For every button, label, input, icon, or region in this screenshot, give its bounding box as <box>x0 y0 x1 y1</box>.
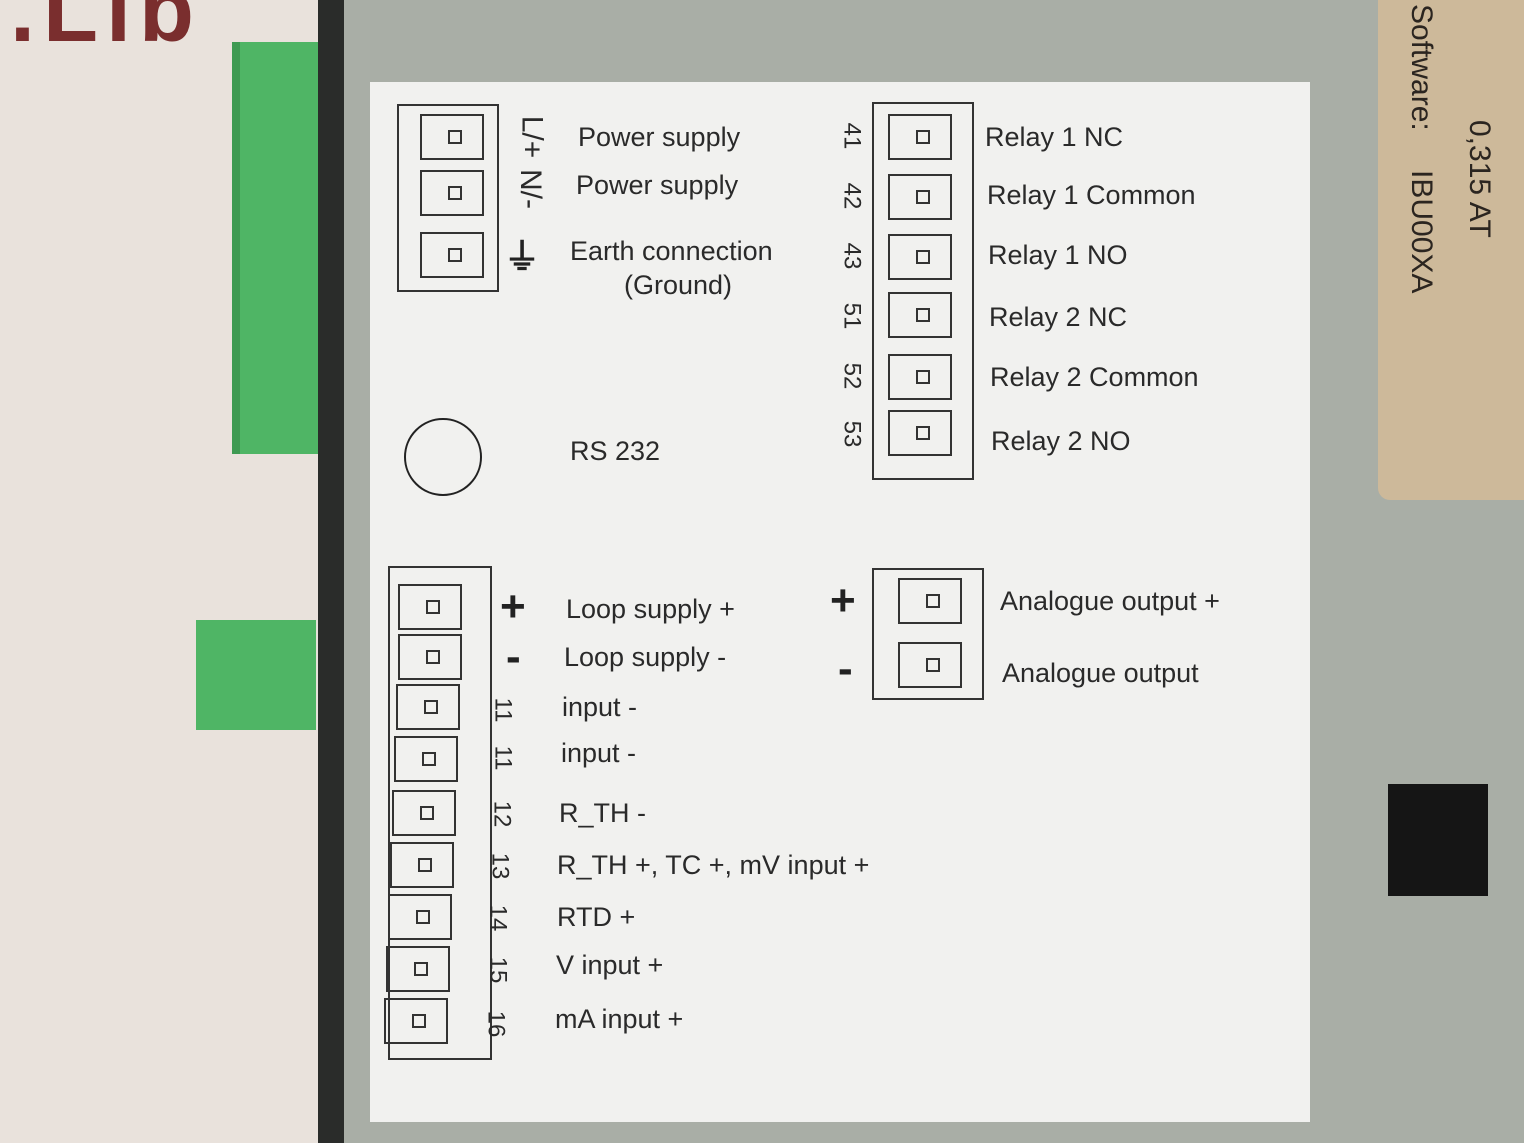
terminal-icon <box>888 114 952 160</box>
terminal-number: 12 <box>488 800 516 828</box>
terminal-icon <box>888 410 952 456</box>
terminal-icon <box>888 174 952 220</box>
fuse-rating: 0,315 AT <box>1463 120 1496 238</box>
relay-label: Relay 1 NO <box>988 240 1128 270</box>
input-label: input - <box>561 738 637 768</box>
green-connector-bottom <box>196 620 316 730</box>
software-label: Software: <box>1405 4 1438 131</box>
input-label: RTD + <box>557 902 636 932</box>
input-label: V input + <box>556 950 664 980</box>
relay-label: Relay 1 NC <box>985 122 1124 152</box>
earth-sublabel: (Ground) <box>624 270 733 300</box>
terminal-icon <box>420 170 484 216</box>
minus-sign: - <box>506 632 521 681</box>
terminal-icon <box>386 946 450 992</box>
terminal-number: 14 <box>484 904 512 932</box>
terminal-icon <box>898 642 962 688</box>
power-label-2: Power supply <box>576 170 739 200</box>
plus-sign: + <box>830 576 856 625</box>
input-label: Loop supply - <box>564 642 727 672</box>
terminal-icon <box>888 354 952 400</box>
terminal-number: 11 <box>489 697 517 723</box>
plus-sign: + <box>500 582 526 631</box>
relay-terminal-block <box>872 102 974 480</box>
terminal-icon <box>398 584 462 630</box>
software-value: IBU00XA <box>1405 170 1438 294</box>
minus-sign: - <box>838 644 853 693</box>
marker-n: N/- <box>514 169 547 209</box>
terminal-icon <box>420 232 484 278</box>
earth-label: Earth connection <box>570 236 773 266</box>
terminal-icon <box>898 578 962 624</box>
earth-icon: ⏚ <box>504 236 541 277</box>
terminal-number: 43 <box>838 242 866 270</box>
rs232-port <box>404 418 482 496</box>
terminal-icon <box>398 634 462 680</box>
analogue-label: Analogue output <box>1002 658 1199 688</box>
input-label: Loop supply + <box>566 594 735 624</box>
input-terminal-block <box>388 566 492 1060</box>
wiring-label <box>370 82 1310 1122</box>
marker-l: L/+ <box>515 115 549 159</box>
terminal-number: 51 <box>838 302 866 330</box>
terminal-number: 13 <box>486 852 514 880</box>
input-label: input - <box>562 692 638 722</box>
analogue-label: Analogue output + <box>1000 586 1220 616</box>
device-edge <box>318 0 344 1143</box>
terminal-icon <box>888 234 952 280</box>
terminal-icon <box>420 114 484 160</box>
terminal-icon <box>384 998 448 1044</box>
terminal-icon <box>392 790 456 836</box>
power-label-1: Power supply <box>578 122 741 152</box>
terminal-icon <box>388 894 452 940</box>
relay-label: Relay 2 Common <box>990 362 1199 392</box>
terminal-number: 53 <box>838 420 866 448</box>
relay-label: Relay 2 NO <box>991 426 1131 456</box>
terminal-number: 52 <box>838 362 866 390</box>
side-sticker: 0,315 AT Software: IBU00XA <box>1378 0 1524 500</box>
terminal-icon <box>396 684 460 730</box>
terminal-number: 16 <box>482 1010 510 1038</box>
terminal-icon <box>888 292 952 338</box>
input-label: mA input + <box>555 1004 684 1034</box>
terminal-icon <box>394 736 458 782</box>
power-terminal-block <box>397 104 499 292</box>
relay-label: Relay 2 NC <box>989 302 1128 332</box>
black-component <box>1388 784 1488 896</box>
terminal-number: 15 <box>484 956 512 984</box>
terminal-icon <box>390 842 454 888</box>
relay-label: Relay 1 Common <box>987 180 1196 210</box>
input-label: R_TH +, TC +, mV input + <box>557 850 870 880</box>
terminal-number: 41 <box>838 122 866 150</box>
rs232-label: RS 232 <box>570 436 661 466</box>
background-text: .Lib <box>10 0 202 61</box>
input-label: R_TH - <box>559 798 646 828</box>
terminal-number: 11 <box>489 745 517 771</box>
terminal-number: 42 <box>838 182 866 210</box>
analogue-terminal-block <box>872 568 984 700</box>
